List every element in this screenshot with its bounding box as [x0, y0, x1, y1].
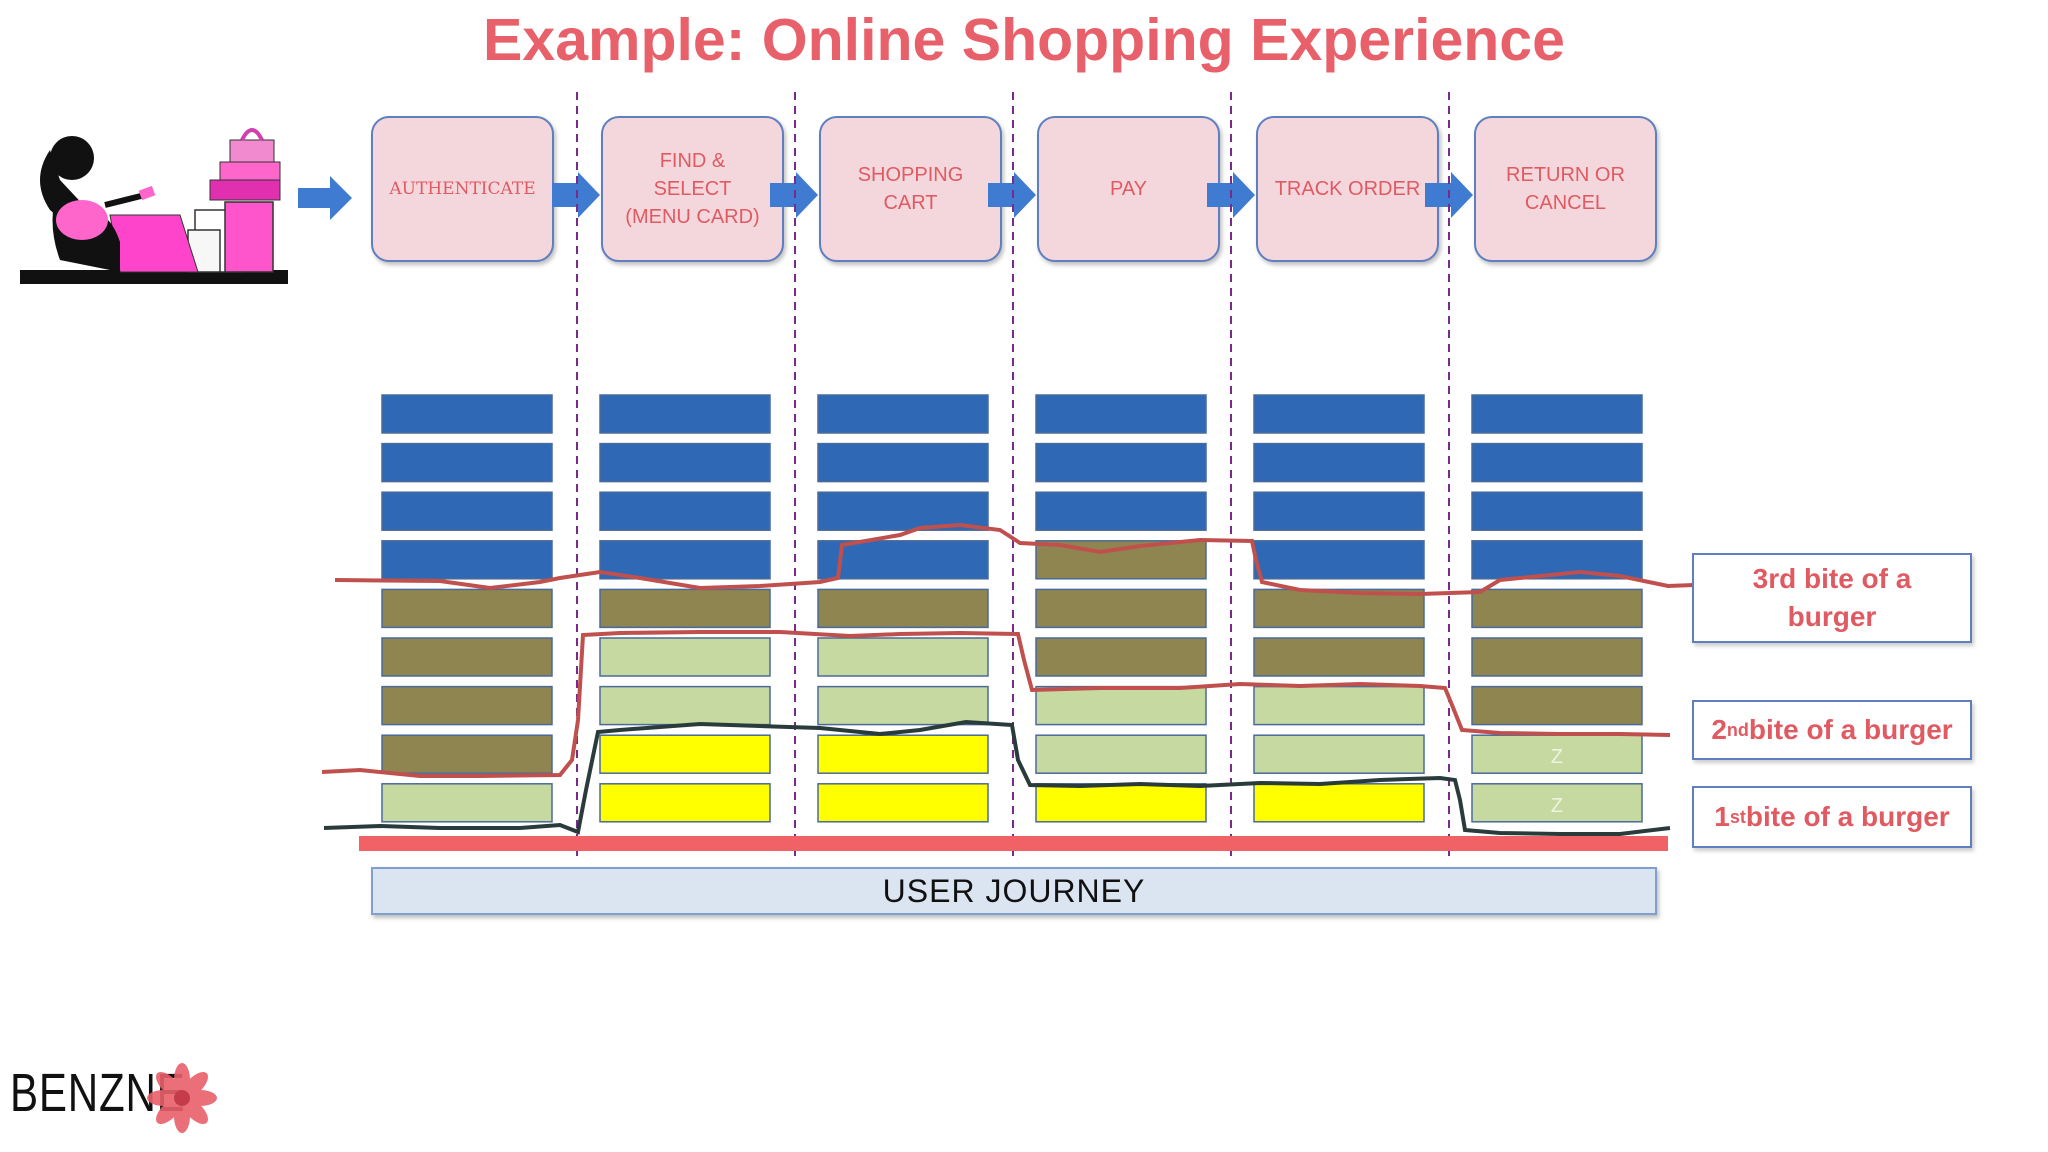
- bar-2-1: [817, 442, 989, 483]
- bar-1-5: [599, 637, 771, 677]
- bar-mark-z: Z: [1551, 795, 1563, 817]
- bar-2-0: [817, 394, 989, 434]
- stage-return-cancel: RETURN OR CANCEL: [1474, 116, 1657, 262]
- bar-1-2: [599, 491, 771, 531]
- bar-5-4: [1471, 588, 1643, 629]
- bar-4-3: [1253, 540, 1425, 580]
- bar-0-2: [381, 491, 553, 531]
- bar-2-5: [817, 637, 989, 677]
- stage-shopping-cart: SHOPPING CART: [819, 116, 1002, 262]
- bar-3-4: [1035, 588, 1207, 629]
- bar-5-5: [1471, 637, 1643, 677]
- bar-3-8: [1035, 783, 1207, 823]
- flower-logo-icon: [147, 1063, 217, 1133]
- bite-label-third: 3rd bite of a burger: [1692, 553, 1972, 643]
- stage-track-order: TRACK ORDER: [1256, 116, 1439, 262]
- bar-3-6: [1035, 685, 1207, 726]
- bar-1-8: [599, 783, 771, 823]
- bar-0-8: [381, 783, 553, 823]
- bar-4-7: [1253, 734, 1425, 774]
- bar-3-1: [1035, 442, 1207, 483]
- intro-arrow-icon: [298, 176, 352, 220]
- bar-2-8: [817, 783, 989, 823]
- bar-4-1: [1253, 442, 1425, 483]
- page-title: Example: Online Shopping Experience: [483, 7, 1565, 73]
- bar-4-5: [1253, 637, 1425, 677]
- third-bite-curve: [334, 522, 1695, 597]
- bar-2-4: [817, 588, 989, 629]
- bar-4-0: [1253, 394, 1425, 434]
- bar-3-7: [1035, 734, 1207, 774]
- bar-4-2: [1253, 491, 1425, 531]
- bar-2-7: [817, 734, 989, 774]
- bar-1-3: [599, 540, 771, 580]
- bar-1-4: [599, 588, 771, 629]
- bar-4-8: [1253, 783, 1425, 823]
- bar-3-0: [1035, 394, 1207, 434]
- bar-0-1: [381, 442, 553, 483]
- bar-5-6: [1471, 685, 1643, 726]
- bar-5-8: [1471, 783, 1643, 823]
- first-bite-curve: [323, 719, 1671, 836]
- bar-2-6: [817, 685, 989, 726]
- bar-3-2: [1035, 491, 1207, 531]
- baseline-bar: [359, 836, 1668, 851]
- bar-1-6: [599, 685, 771, 726]
- bar-0-6: [381, 685, 553, 726]
- shopper-illustration: [20, 128, 288, 284]
- bar-0-4: [381, 588, 553, 629]
- bar-5-7: [1471, 734, 1643, 774]
- bar-mark-z: Z: [1551, 746, 1563, 768]
- bar-4-6: [1253, 685, 1425, 726]
- bar-3-5: [1035, 637, 1207, 677]
- stage-find-select: FIND & SELECT (MENU CARD): [601, 116, 784, 262]
- bar-1-1: [599, 442, 771, 483]
- bar-5-0: [1471, 394, 1643, 434]
- stage-pay: PAY: [1037, 116, 1220, 262]
- user-journey-bar: USER JOURNEY: [371, 867, 1657, 915]
- bar-0-3: [381, 540, 553, 580]
- bar-0-5: [381, 637, 553, 677]
- second-bite-curve: [321, 630, 1671, 778]
- bar-2-2: [817, 491, 989, 531]
- bar-5-2: [1471, 491, 1643, 531]
- bar-4-4: [1253, 588, 1425, 629]
- bar-1-0: [599, 394, 771, 434]
- bar-0-0: [381, 394, 553, 434]
- bar-1-7: [599, 734, 771, 774]
- bar-5-1: [1471, 442, 1643, 483]
- stage-authenticate: AUTHENTICATE: [371, 116, 554, 262]
- bar-2-3: [817, 540, 989, 580]
- bar-0-7: [381, 734, 553, 774]
